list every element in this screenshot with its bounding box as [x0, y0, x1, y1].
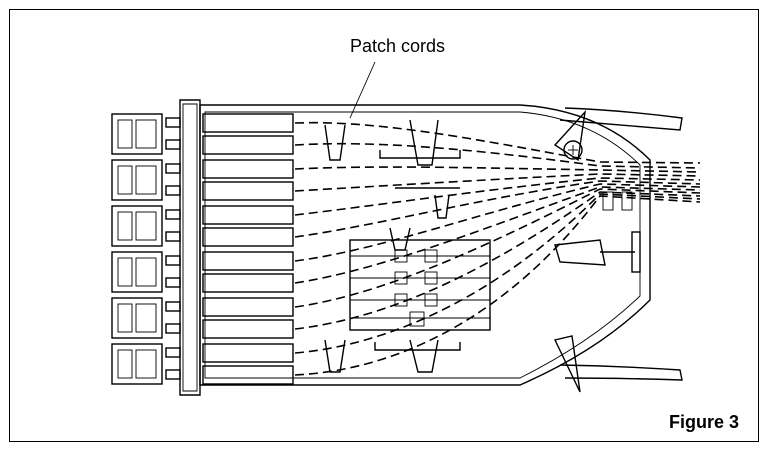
guide-bar-top [379, 150, 461, 159]
patch-cords [294, 121, 701, 376]
tray-inner-edge [204, 111, 641, 379]
bottom-arm [559, 364, 683, 381]
top-arm [559, 107, 683, 131]
adapter-column [111, 113, 294, 385]
tray-outline [199, 104, 651, 386]
guide-3 [389, 227, 411, 251]
screw [563, 140, 583, 160]
callout-leader [349, 61, 376, 119]
guide-2 [409, 119, 439, 166]
figure-frame [9, 9, 759, 442]
front-bezel [179, 99, 201, 396]
adapter-row-5 [111, 297, 294, 339]
splice-holder [349, 239, 491, 331]
bottom-latch [553, 335, 581, 393]
patch-cords-callout: Patch cords [350, 36, 446, 56]
guide-bar-bottom [374, 342, 461, 351]
adapter-row-3 [111, 205, 294, 247]
top-latch [553, 109, 587, 162]
guide-1 [324, 124, 346, 161]
figure-caption: Figure 3 [669, 412, 740, 432]
adapter-row-2 [111, 159, 294, 201]
guide-4 [324, 339, 346, 373]
guide-5 [409, 339, 439, 373]
adapter-row-4 [111, 251, 294, 293]
side-clip [554, 239, 606, 266]
adapter-row-1 [111, 113, 294, 155]
adapter-row-6 [111, 343, 294, 385]
